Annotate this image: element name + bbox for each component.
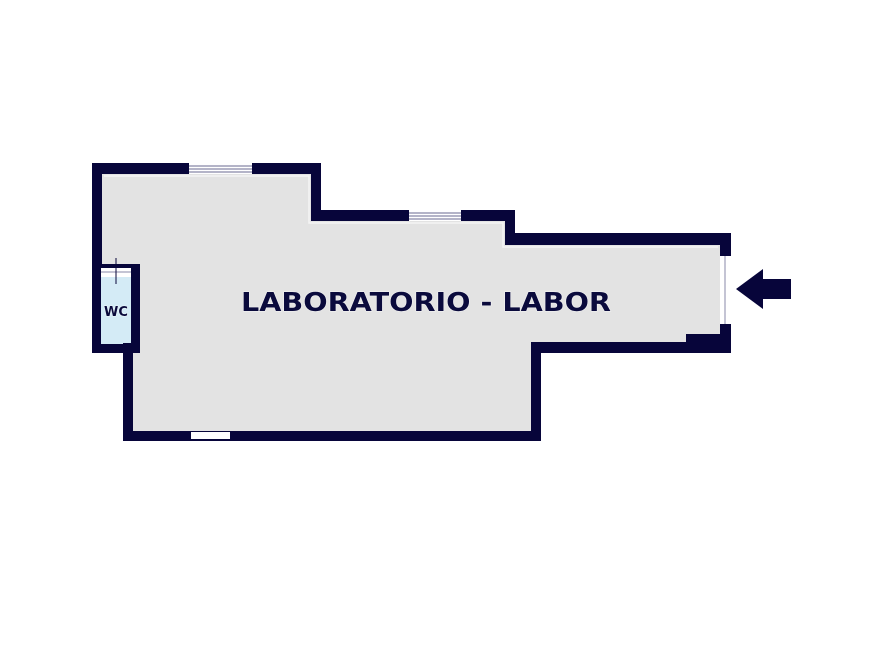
room-label-wc: WC <box>104 305 128 320</box>
window-top-left <box>189 163 252 174</box>
window-top-middle <box>409 210 461 221</box>
entrance-arrow-icon <box>736 269 791 309</box>
entrance-door <box>720 256 731 324</box>
left-lower-wall <box>123 343 133 441</box>
window-bottom <box>191 432 230 439</box>
wc-floor <box>101 277 131 344</box>
room-floor-laboratorio <box>102 174 720 431</box>
room-label-laboratorio: LABORATORIO - LABOR <box>241 288 611 318</box>
floor-inner-edge <box>104 175 718 248</box>
